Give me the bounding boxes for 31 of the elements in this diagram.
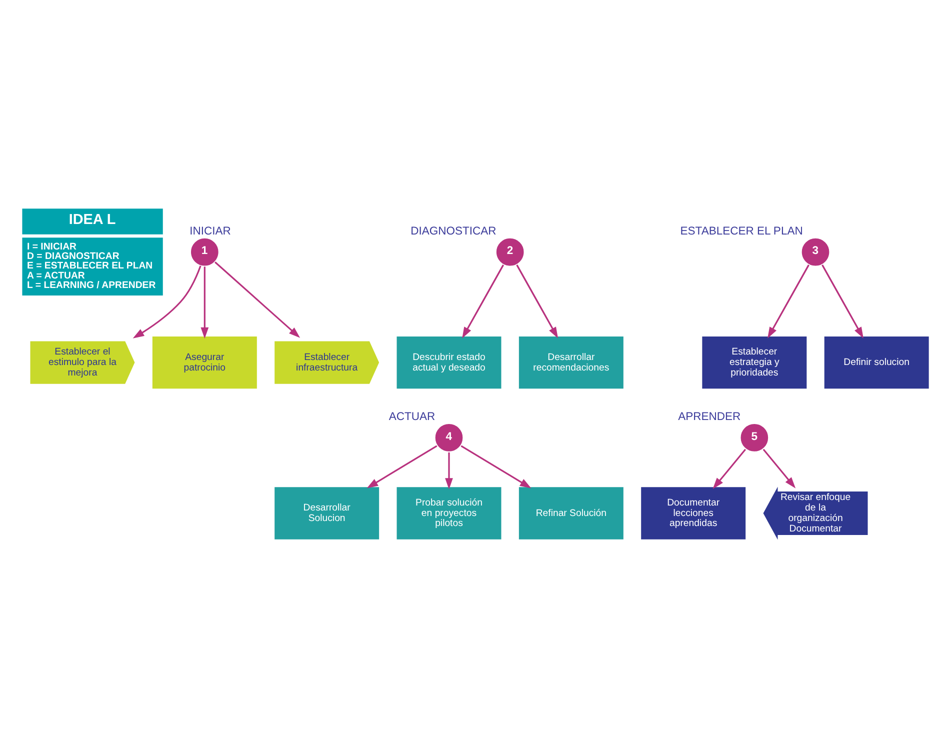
- node-circle: 4: [434, 422, 464, 453]
- arrow: [460, 445, 532, 488]
- node-circle: 1: [189, 236, 220, 268]
- arrow: [214, 262, 300, 338]
- arrow: [462, 264, 504, 338]
- node-circle: 3: [800, 236, 831, 268]
- arrow: [822, 264, 864, 338]
- node-box: Documentar lecciones aprendidas: [641, 487, 746, 540]
- node-box: Refinar Solución: [518, 487, 624, 540]
- node-box: Descubrir estado actual y deseado: [396, 336, 502, 389]
- arrow: [762, 448, 796, 488]
- arrow: [712, 448, 746, 489]
- node-box: Desarrollar recomendaciones: [518, 336, 624, 389]
- arrow: [132, 266, 202, 338]
- node-box: Probar solución en proyectos pilotos: [396, 487, 502, 540]
- node-box: Definir solucion: [824, 336, 929, 389]
- node-label: ACTUAR: [388, 411, 436, 424]
- node-circle: 5: [739, 422, 770, 453]
- arrow: [768, 264, 810, 338]
- node-box: Desarrollar Solucion: [274, 487, 380, 540]
- node-label: ESTABLECER EL PLAN: [680, 226, 803, 238]
- node-circle: 2: [494, 236, 526, 268]
- node-label: DIAGNOSTICAR: [410, 226, 496, 238]
- node-label: INICIAR: [190, 226, 231, 238]
- arrow: [516, 264, 558, 338]
- node-box: Establecer estrategia y prioridades: [702, 336, 807, 389]
- node-box: Asegurar patrocinio: [152, 336, 257, 389]
- node-label: APRENDER: [678, 411, 741, 424]
- arrow: [366, 445, 438, 488]
- arrow: [445, 452, 453, 490]
- arrow: [200, 266, 209, 339]
